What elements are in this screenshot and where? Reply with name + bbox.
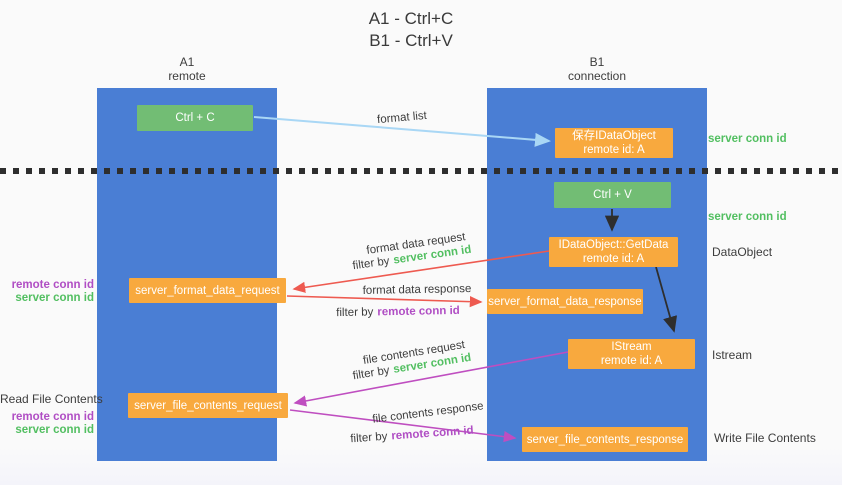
node-ctrl-c-label: Ctrl + C — [175, 112, 215, 124]
lifeline-a1-name: A1 — [179, 55, 195, 69]
lifeline-b1-role: connection — [567, 69, 627, 83]
node-save-idataobject-line1: 保存IDataObject — [572, 130, 656, 142]
arrow-format-data-response — [286, 295, 483, 308]
lifeline-a1-header: A1 remote — [97, 55, 277, 83]
node-server-file-contents-response-label: server_file_contents_response — [526, 433, 684, 446]
node-server-format-data-response: server_format_data_response — [487, 289, 643, 314]
edge-label-file-contents-response: file contents response — [371, 400, 485, 426]
node-getdata-line1: IDataObject::GetData — [558, 239, 669, 251]
node-ctrl-c: Ctrl + C — [137, 105, 253, 131]
node-server-file-contents-request: server_file_contents_request — [128, 393, 288, 418]
side-label-istream: Istream — [712, 348, 753, 362]
side-label-remote-conn-id-2: remote conn id — [11, 411, 94, 423]
node-server-file-contents-response: server_file_contents_response — [522, 427, 688, 452]
lifeline-a1-role: remote — [168, 69, 206, 83]
node-server-format-data-request-label: server_format_data_request — [135, 284, 280, 297]
node-istream: IStream remote id: A — [568, 339, 695, 369]
title-line-1: A1 - Ctrl+C — [368, 9, 454, 28]
lifeline-b1-header: B1 connection — [487, 55, 707, 83]
dotted-divider — [0, 168, 842, 174]
edge-label-format-data-response: format data response — [362, 283, 472, 297]
title-line-2: B1 - Ctrl+V — [369, 31, 453, 50]
node-ctrl-v: Ctrl + V — [554, 182, 671, 208]
side-label-server-conn-id-top: server conn id — [708, 133, 787, 145]
side-label-server-conn-id-2: server conn id — [15, 424, 94, 436]
node-ctrl-v-label: Ctrl + V — [593, 189, 632, 201]
side-label-write-file-contents: Write File Contents — [714, 431, 816, 445]
node-save-idataobject-line2: remote id: A — [583, 144, 645, 156]
diagram-title: A1 - Ctrl+C B1 - Ctrl+V — [321, 8, 501, 52]
node-getdata: IDataObject::GetData remote id: A — [549, 237, 678, 267]
side-label-remote-conn-id-1: remote conn id — [11, 279, 94, 291]
node-istream-line2: remote id: A — [600, 355, 663, 367]
edge-label-format-list: format list — [376, 109, 428, 127]
side-label-read-file-contents: Read File Contents — [0, 392, 103, 406]
side-label-dataobject: DataObject — [712, 245, 773, 259]
lifeline-b1-name: B1 — [589, 55, 605, 69]
side-label-server-conn-id-mid: server conn id — [708, 211, 787, 223]
node-server-format-data-request: server_format_data_request — [129, 278, 286, 303]
node-save-idataobject: 保存IDataObject remote id: A — [555, 128, 673, 158]
side-label-server-conn-id-1: server conn id — [15, 292, 94, 304]
node-istream-line1: IStream — [611, 341, 652, 353]
node-getdata-line2: remote id: A — [582, 253, 645, 265]
node-server-file-contents-request-label: server_file_contents_request — [134, 399, 282, 412]
node-server-format-data-response-label: server_format_data_response — [488, 295, 642, 308]
